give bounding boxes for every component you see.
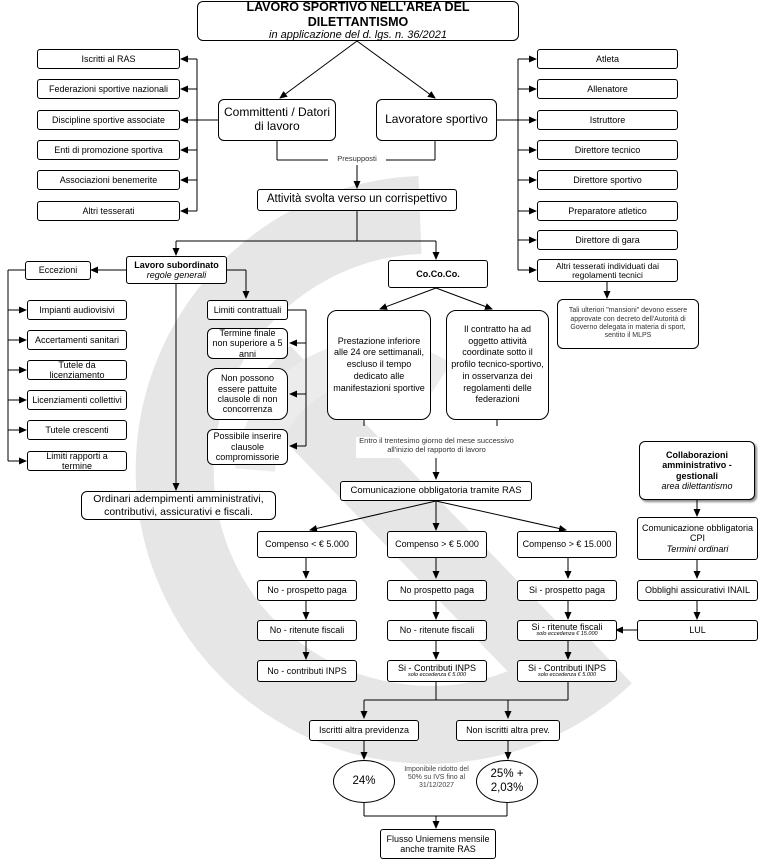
collaborazioni-box: Collaborazioni amministrativo - gestiona… bbox=[639, 441, 755, 500]
lavoratore-item: Atleta bbox=[537, 49, 678, 69]
inail-box: Obblighi assicurativi INAIL bbox=[637, 580, 758, 601]
termine-note: Entro il trentesimo giorno del mese succ… bbox=[356, 436, 517, 458]
lavoratore-item: Allenatore bbox=[537, 79, 678, 99]
collaborazioni-title: Collaborazioni amministrativo - gestiona… bbox=[662, 449, 732, 481]
lavoratore-box: Lavoratore sportivo bbox=[376, 99, 497, 141]
eccezione-item: Tutele da licenziamento bbox=[27, 360, 127, 380]
committenti-label: Committenti / Datori di lavoro bbox=[223, 105, 331, 133]
eccezioni-box: Eccezioni bbox=[25, 261, 91, 280]
ritenute-fiscali: No - ritenute fiscali bbox=[387, 620, 487, 641]
committenti-item: Federazioni sportive nazionali bbox=[37, 79, 180, 99]
eccezioni-title: Eccezioni bbox=[38, 265, 78, 276]
contributi-inps: Si - Contributi INPS solo eccedenza € 5.… bbox=[517, 660, 617, 682]
iscritti-previdenza-box: Iscritti altra previdenza bbox=[309, 720, 419, 741]
comunicazione-ras-box: Comunicazione obbligatoria tramite RAS bbox=[340, 481, 532, 501]
compenso-box: Compenso < € 5.000 bbox=[257, 531, 357, 558]
limite-item: Non possono essere pattuite clausole di … bbox=[207, 368, 288, 420]
non-iscritti-box: Non iscritti altra prev. bbox=[456, 720, 560, 741]
uniemens-box: Flusso Uniemens mensile anche tramite RA… bbox=[380, 829, 496, 859]
lavoratore-item: Direttore sportivo bbox=[537, 170, 678, 190]
eccezione-item: Limiti rapporti a termine bbox=[27, 451, 127, 471]
contributi-inps-label: No - contributi INPS bbox=[267, 665, 347, 676]
cococo-left-text: Prestazione inferiore alle 24 ore settim… bbox=[333, 335, 425, 393]
prospetto-paga: No prospetto paga bbox=[387, 580, 487, 601]
eccezione-item: Licenziamenti collettivi bbox=[27, 390, 127, 410]
main-title: LAVORO SPORTIVO NELL'AREA DEL DILETTANTI… bbox=[246, 0, 470, 29]
limiti-box: Limiti contrattuali bbox=[207, 300, 288, 320]
limite-item: Possibile inserire clausole compromissor… bbox=[207, 429, 288, 465]
comunicazione-cpi-box: Comunicazione obbligatoria CPI Termini o… bbox=[637, 517, 758, 560]
prospetto-paga: Si - prospetto paga bbox=[517, 580, 617, 601]
ritenute-fiscali-label: Si - ritenute fiscali bbox=[531, 622, 603, 633]
rate-25-label: 25% + 2,03% bbox=[490, 767, 524, 794]
lavoratore-item: Istruttore bbox=[537, 110, 678, 130]
compenso-box: Compenso > € 15.000 bbox=[517, 531, 617, 558]
prospetto-paga: No - prospetto paga bbox=[257, 580, 357, 601]
lavoratore-item: Direttore di gara bbox=[537, 230, 678, 250]
ritenute-fiscali-note: solo eccedenza € 15.000 bbox=[536, 631, 598, 638]
committenti-item: Enti di promozione sportiva bbox=[37, 140, 180, 160]
lul-box: LUL bbox=[637, 620, 758, 641]
lavoratore-label: Lavoratore sportivo bbox=[385, 112, 488, 127]
subtitle: in applicazione del d. lgs. n. 36/2021 bbox=[269, 29, 447, 42]
cococo-right-box: Il contratto ha ad oggetto attività coor… bbox=[446, 310, 549, 420]
subordinato-box: Lavoro subordinato regole generali bbox=[126, 256, 227, 284]
rate-24-label: 24% bbox=[352, 774, 376, 787]
cococo-box: Co.Co.Co. bbox=[388, 260, 488, 288]
committenti-item: Discipline sportive associate bbox=[37, 110, 180, 130]
cococo-right-text: Il contratto ha ad oggetto attività coor… bbox=[451, 324, 544, 405]
subordinato-title: Lavoro subordinato bbox=[134, 259, 219, 270]
limiti-title: Limiti contrattuali bbox=[213, 304, 282, 315]
contributi-inps: No - contributi INPS bbox=[257, 660, 357, 682]
committenti-item: Iscritti al RAS bbox=[37, 49, 180, 69]
ritenute-fiscali: No - ritenute fiscali bbox=[257, 620, 357, 641]
ordinari-box: Ordinari adempimenti amministrativi, con… bbox=[81, 491, 276, 520]
contributi-inps-note: solo eccedenza € 5.000 bbox=[407, 671, 467, 678]
eccezione-item: Accertamenti sanitari bbox=[27, 330, 127, 350]
rate-24-circle: 24% bbox=[333, 760, 395, 803]
limite-item: Termine finale non superiore a 5 anni bbox=[207, 328, 288, 359]
cococo-left-box: Prestazione inferiore alle 24 ore settim… bbox=[327, 310, 431, 420]
contributi-inps: Si - Contributi INPS solo eccedenza € 5.… bbox=[387, 660, 487, 682]
rate-25-circle: 25% + 2,03% bbox=[476, 760, 538, 803]
subordinato-subtitle: regole generali bbox=[146, 270, 207, 280]
imponibile-note: Imponibile ridotto del 50% su IVS fino a… bbox=[404, 766, 469, 790]
committenti-item: Altri tesserati bbox=[37, 201, 180, 221]
collaborazioni-subtitle: area dilettantismo bbox=[661, 480, 733, 491]
contributi-inps-label: Si - Contributi INPS bbox=[397, 662, 477, 673]
comunicazione-cpi-sub: Termini ordinari bbox=[666, 543, 729, 554]
presupposti-label: Presupposti bbox=[328, 154, 386, 165]
lavoratore-item: Altri tesserati individuati dai regolame… bbox=[537, 259, 678, 282]
lavoratore-item: Direttore tecnico bbox=[537, 140, 678, 160]
comunicazione-cpi-label: Comunicazione obbligatoria CPI bbox=[641, 522, 754, 544]
contributi-inps-label: Si - Contributi INPS bbox=[527, 662, 607, 673]
comunicazione-ras-label: Comunicazione obbligatoria tramite RAS bbox=[350, 484, 522, 496]
ritenute-fiscali: Si - ritenute fiscali solo eccedenza € 1… bbox=[517, 620, 617, 641]
committenti-box: Committenti / Datori di lavoro bbox=[218, 99, 336, 141]
mansioni-note: Tali ulteriori "mansioni" devono essere … bbox=[557, 299, 699, 349]
committenti-item: Associazioni benemerite bbox=[37, 170, 180, 190]
ritenute-fiscali-label: No - ritenute fiscali bbox=[399, 625, 475, 636]
eccezione-item: Impianti audiovisivi bbox=[27, 300, 127, 320]
contributi-inps-note: solo eccedenza € 5.000 bbox=[537, 671, 597, 678]
title-box: LAVORO SPORTIVO NELL'AREA DEL DILETTANTI… bbox=[197, 0, 519, 42]
ordinari-label: Ordinari adempimenti amministrativi, con… bbox=[93, 492, 264, 518]
attivita-label: Attività svolta verso un corrispettivo bbox=[266, 193, 448, 206]
compenso-box: Compenso > € 5.000 bbox=[387, 531, 487, 558]
ritenute-fiscali-label: No - ritenute fiscali bbox=[269, 625, 345, 636]
cococo-title: Co.Co.Co. bbox=[416, 268, 460, 279]
attivita-box: Attività svolta verso un corrispettivo bbox=[257, 189, 457, 211]
lavoratore-item: Preparatore atletico bbox=[537, 201, 678, 221]
eccezione-item: Tutele crescenti bbox=[27, 420, 127, 440]
